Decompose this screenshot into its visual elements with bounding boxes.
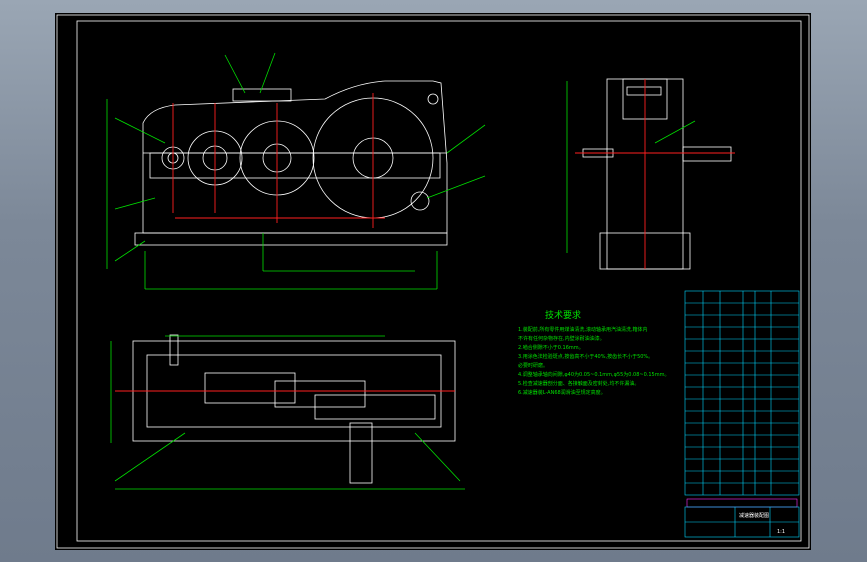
leader	[114, 117, 166, 144]
tech-note: 1.装配前,所有零件用煤油清洗,滚动轴承用汽油清洗,箱体内	[518, 326, 648, 333]
front-view[interactable]	[106, 52, 486, 290]
oil-gauge	[410, 191, 430, 211]
inspection-cover	[232, 88, 292, 102]
leader	[259, 52, 276, 94]
tech-note: 4.调整轴承轴向间隙,φ40为0.05~0.1mm,φ55为0.08~0.15m…	[518, 371, 669, 378]
leader	[426, 175, 486, 199]
parts-list: 减速器装配图 1:1	[684, 290, 800, 538]
tech-title: 技术要求	[545, 309, 581, 321]
leader	[224, 54, 246, 94]
drawing-canvas[interactable]: 技术要求 1.装配前,所有零件用煤油清洗,滚动轴承用汽油清洗,箱体内 不许有任何…	[55, 13, 811, 550]
title-block-scale: 1:1	[777, 529, 785, 535]
plan-gear-2	[274, 380, 366, 408]
side-shaft-right	[682, 146, 732, 162]
plan-gear-1	[204, 372, 296, 404]
tech-note: 6.减速器装L-AN68润滑油至规定高度。	[518, 389, 606, 396]
leader	[414, 432, 461, 482]
parts-table	[684, 290, 800, 496]
tech-note: 不许有任何杂物存在,内壁涂耐油油漆。	[518, 335, 605, 342]
tech-note: 3.用涂色法检验斑点,按齿高不小于40%,按齿长不小于50%。	[518, 353, 653, 360]
leader	[654, 120, 696, 144]
side-vent	[626, 86, 662, 96]
bearing-flange	[149, 152, 441, 179]
title-block-name: 减速器装配图	[739, 512, 769, 519]
tech-note: 必要时研磨。	[518, 362, 548, 369]
tech-note: 5.检查减速器剖分面、各接触面及密封处,均不许漏油。	[518, 380, 639, 387]
input-shaft	[169, 334, 179, 366]
leader	[114, 197, 156, 210]
magenta-strip	[686, 498, 798, 508]
inner-frame	[76, 20, 802, 542]
plan-gear-3	[314, 394, 436, 420]
technical-requirements: 技术要求 1.装配前,所有零件用煤油清洗,滚动轴承用汽油清洗,箱体内 不许有任何…	[518, 309, 669, 396]
top-view[interactable]	[110, 334, 465, 490]
housing-outline	[142, 80, 448, 234]
output-shaft	[349, 422, 373, 484]
lifting-eye	[427, 93, 439, 105]
tech-note: 2.啮合侧隙不小于0.16mm。	[518, 344, 584, 351]
base-flange	[134, 232, 448, 246]
side-view[interactable]	[566, 78, 735, 270]
leader	[114, 240, 146, 262]
cad-viewport[interactable]: 技术要求 1.装配前,所有零件用煤油清洗,滚动轴承用汽油清洗,箱体内 不许有任何…	[55, 13, 811, 550]
leader	[114, 432, 186, 482]
outer-frame	[56, 14, 810, 549]
leader	[446, 124, 486, 154]
